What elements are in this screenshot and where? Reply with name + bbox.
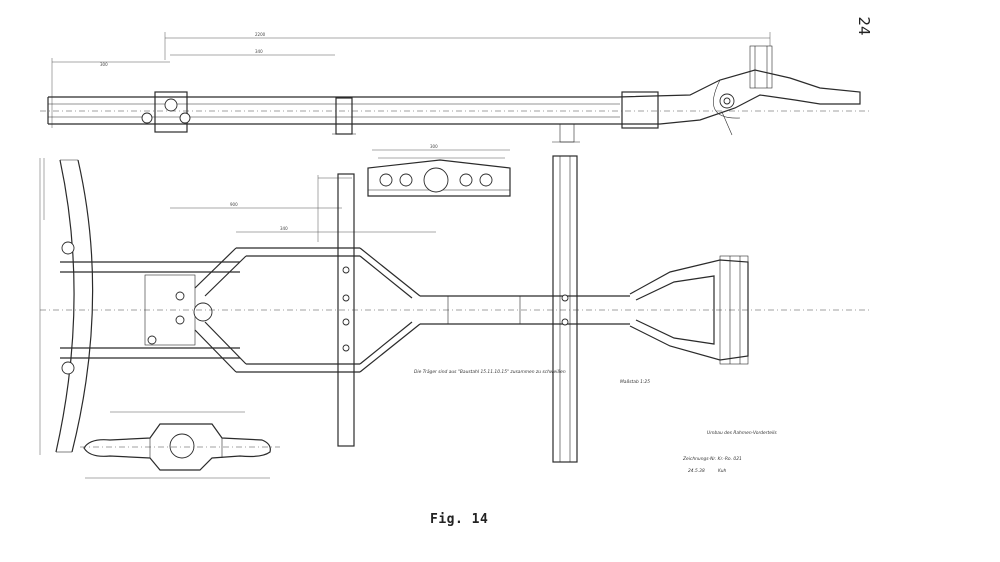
dimension-label: 300 bbox=[430, 144, 438, 149]
side-elevation-view bbox=[40, 32, 870, 143]
drawing-signature: Kuh bbox=[718, 468, 727, 474]
plan-view bbox=[39, 155, 870, 463]
drawing-date: 24.5.38 bbox=[688, 468, 705, 474]
dimension-label: 340 bbox=[255, 49, 263, 54]
scale-note: Maßstab 1:25 bbox=[620, 379, 650, 385]
drawing-number: Zeichnungs-Nr. Kr.-Ro. 021 bbox=[682, 456, 742, 462]
dimension-label: 900 bbox=[230, 202, 238, 207]
drawing-title: Umbau des Rahmen-Vorderteils bbox=[707, 430, 777, 436]
dimension-label: 2200 bbox=[255, 32, 266, 37]
section-detail-view bbox=[367, 149, 511, 197]
axle-detail-view bbox=[80, 411, 280, 479]
figure-caption: Fig. 14 bbox=[430, 512, 489, 527]
dimension-label: 340 bbox=[280, 226, 288, 231]
page-number: 24 bbox=[855, 16, 873, 36]
dimension-label: 300 bbox=[100, 62, 108, 67]
material-note: Die Träger sind aus "Baustahl 15.11.10.1… bbox=[414, 369, 566, 375]
